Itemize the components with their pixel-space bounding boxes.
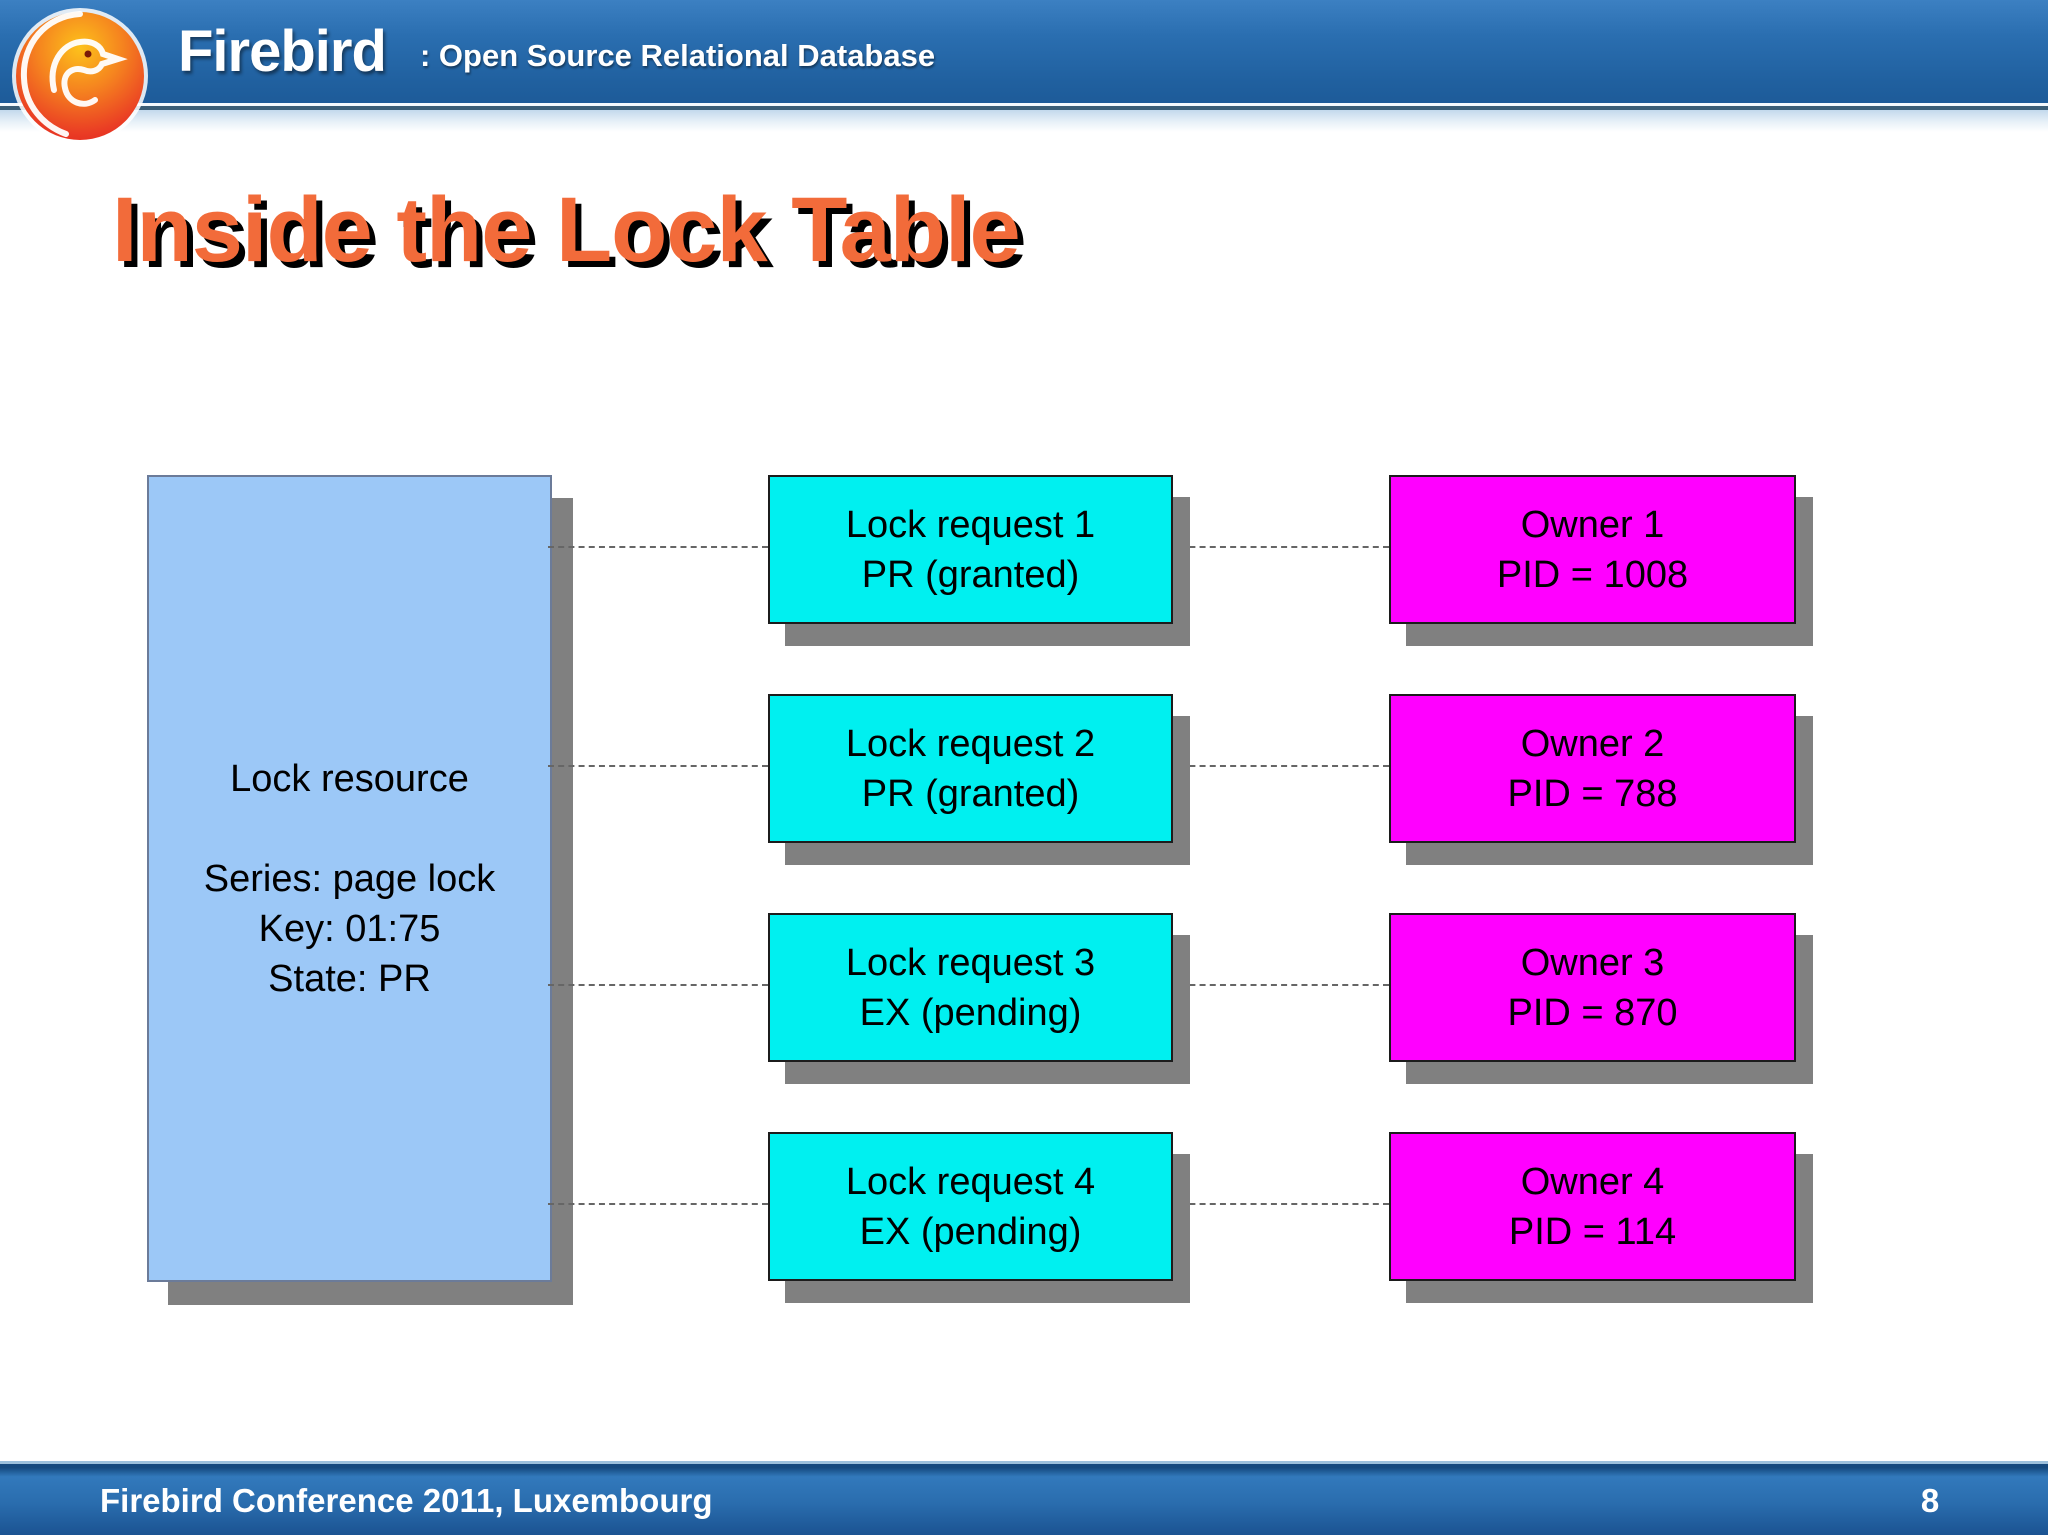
connector-dashed-line	[548, 765, 768, 767]
owner-box-4: Owner 4 PID = 114	[1389, 1132, 1796, 1281]
connector-dashed-line	[548, 546, 768, 548]
connector-dashed-line	[1169, 546, 1389, 548]
resource-title: Lock resource	[230, 757, 469, 800]
connector-dashed-line	[1169, 1203, 1389, 1205]
resource-series: Series: page lock	[203, 857, 496, 900]
resource-key: Key: 01:75	[258, 907, 441, 950]
firebird-logo-icon	[8, 4, 152, 148]
request-label: Lock request 2	[845, 722, 1096, 765]
connector-dashed-line	[1169, 765, 1389, 767]
owner-box-3: Owner 3 PID = 870	[1389, 913, 1796, 1062]
resource-state: State: PR	[268, 957, 431, 1000]
request-state: EX (pending)	[859, 1210, 1082, 1253]
request-state: EX (pending)	[859, 991, 1082, 1034]
owner-box-1: Owner 1 PID = 1008	[1389, 475, 1796, 624]
brand-wordmark: Firebird	[178, 19, 387, 84]
lock-request-box-4: Lock request 4 EX (pending)	[768, 1132, 1173, 1281]
request-label: Lock request 4	[845, 1160, 1096, 1203]
owner-pid: PID = 788	[1507, 772, 1678, 815]
footer-separator	[0, 1461, 2048, 1464]
footer-conference-label: Firebird Conference 2011, Luxembourg	[100, 1482, 713, 1519]
lock-request-box-3: Lock request 3 EX (pending)	[768, 913, 1173, 1062]
owner-pid: PID = 870	[1507, 991, 1678, 1034]
connector-dashed-line	[548, 1203, 768, 1205]
resource-spacer	[344, 804, 355, 854]
header-separator	[0, 103, 2048, 106]
header-separator-dark	[0, 106, 2048, 110]
lock-request-box-2: Lock request 2 PR (granted)	[768, 694, 1173, 843]
request-state: PR (granted)	[861, 772, 1080, 815]
owner-label: Owner 1	[1520, 503, 1665, 546]
header-bar	[0, 0, 2048, 103]
request-state: PR (granted)	[861, 553, 1080, 596]
header-separator-fade	[0, 110, 2048, 132]
owner-label: Owner 2	[1520, 722, 1665, 765]
lock-resource-box: Lock resource Series: page lock Key: 01:…	[147, 475, 552, 1282]
page-title: Inside the Lock Table	[112, 179, 1021, 281]
owner-label: Owner 3	[1520, 941, 1665, 984]
page-number: 8	[1920, 1482, 1940, 1519]
owner-pid: PID = 1008	[1496, 553, 1689, 596]
footer-bar	[0, 1464, 2048, 1535]
owner-pid: PID = 114	[1508, 1210, 1677, 1253]
request-label: Lock request 3	[845, 941, 1096, 984]
owner-box-2: Owner 2 PID = 788	[1389, 694, 1796, 843]
owner-label: Owner 4	[1520, 1160, 1665, 1203]
connector-dashed-line	[1169, 984, 1389, 986]
connector-dashed-line	[548, 984, 768, 986]
lock-request-box-1: Lock request 1 PR (granted)	[768, 475, 1173, 624]
request-label: Lock request 1	[845, 503, 1096, 546]
brand-tagline: : Open Source Relational Database	[420, 38, 936, 73]
